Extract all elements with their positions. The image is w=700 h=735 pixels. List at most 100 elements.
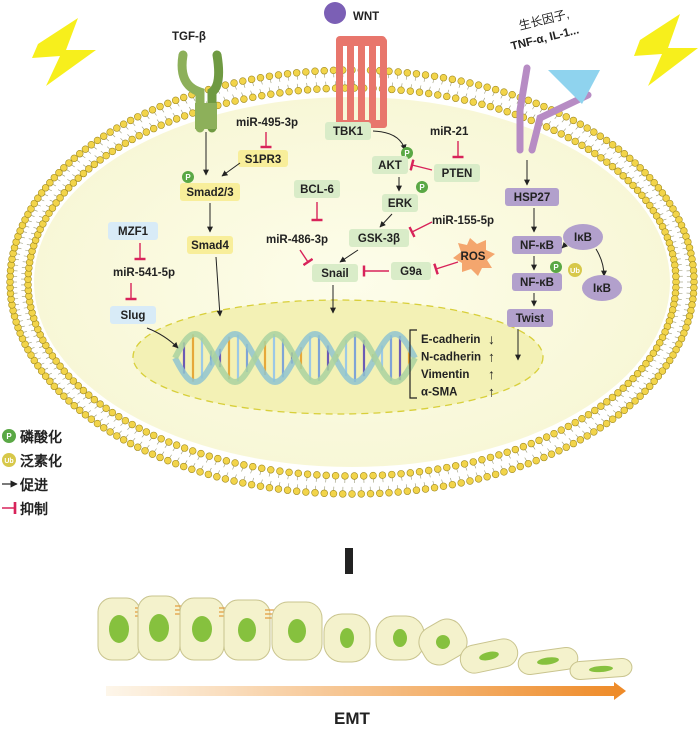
lipid-head [512, 446, 519, 453]
lipid-head [597, 133, 604, 140]
lipid-head [360, 472, 367, 479]
lipid-head [76, 407, 83, 414]
emt-cell [138, 596, 180, 660]
lipid-head [97, 157, 104, 164]
lipid-head [150, 125, 157, 132]
smad23-label: Smad2/3 [186, 187, 233, 199]
lipid-head [313, 86, 320, 93]
lipid-head [479, 456, 486, 463]
lipid-head [449, 481, 456, 488]
lipid-head [120, 436, 127, 443]
lipid-head [398, 470, 405, 477]
lipid-head [304, 471, 311, 478]
lipid-head [577, 121, 584, 128]
marker-name: N-cadherin [421, 352, 481, 364]
lipid-head [143, 129, 150, 136]
lipid-head [379, 472, 386, 479]
lipid-head [172, 460, 179, 467]
lipid-head [492, 86, 499, 93]
lipid-head [590, 129, 597, 136]
lipid-head [548, 451, 555, 458]
lipid-head [277, 89, 284, 96]
mir-486-label: miR-486-3p [266, 234, 328, 246]
legend-phospho-symbol: P [6, 432, 12, 441]
lipid-head [458, 480, 465, 487]
lipid-head [240, 461, 247, 468]
akt-label: AKT [378, 160, 402, 172]
lipid-head [501, 89, 508, 96]
legend-ubiquitin-label: 泛素化 [20, 453, 62, 469]
lipid-head [165, 439, 172, 446]
lipid-head [407, 88, 414, 95]
lipid-head [603, 398, 610, 405]
lipid-head [107, 429, 114, 436]
lipid-head [570, 117, 577, 124]
lipid-head [284, 487, 291, 494]
lipid-head [528, 440, 535, 447]
lipid-head [82, 411, 89, 418]
lipid-head [579, 415, 586, 422]
cell-nucleus [149, 614, 169, 642]
lipid-head [88, 141, 95, 148]
legend-inhibit-label: 抑制 [20, 501, 48, 517]
lipid-head [609, 163, 616, 170]
lipid-head [180, 94, 187, 101]
lipid-head [85, 392, 92, 399]
lipid-head [122, 417, 129, 424]
lipid-head [266, 73, 273, 80]
lipid-head [416, 89, 423, 96]
cell-nucleus [288, 619, 306, 643]
lipid-head [330, 490, 337, 497]
erk-phospho-label: P [419, 183, 425, 192]
emt-cell [569, 658, 632, 680]
lipid-head [330, 67, 337, 74]
lipid-head [452, 95, 459, 102]
snail-label: Snail [321, 268, 348, 280]
lipid-head [603, 420, 610, 427]
lipid-head [358, 491, 365, 498]
lipid-head [172, 97, 179, 104]
lipid-head [597, 154, 604, 161]
lipid-head [461, 97, 468, 104]
lipid-head [173, 115, 180, 122]
lipid-head [232, 98, 239, 105]
lipid-head [558, 130, 565, 137]
marker-name: α-SMA [421, 387, 457, 399]
lipid-head [321, 490, 328, 497]
lipid-head [113, 433, 120, 440]
lipid-head [103, 405, 110, 412]
wnt-label: WNT [353, 11, 379, 23]
lipid-head [94, 137, 101, 144]
lipid-head [404, 488, 411, 495]
lipid-head [626, 155, 633, 162]
lipid-head [579, 142, 586, 149]
lipid-head [495, 452, 502, 459]
legend-ubiquitin-symbol: Ub [4, 458, 13, 465]
lipid-head [136, 425, 143, 432]
lipid-head [189, 448, 196, 455]
lipid-head [479, 101, 486, 108]
lipid-head [597, 424, 604, 431]
lipid-head [556, 447, 563, 454]
smad4-label: Smad4 [191, 240, 229, 252]
lipid-head [388, 471, 395, 478]
lipid-head [302, 489, 309, 496]
lipid-head [525, 97, 532, 104]
lipid-head [109, 409, 116, 416]
up-arrow-icon: ↑ [488, 366, 495, 382]
lipid-head [286, 469, 293, 476]
lipid-head [584, 433, 591, 440]
lipid-head [609, 141, 616, 148]
lipid-head [585, 411, 592, 418]
nfkb-phospho-label: P [553, 263, 559, 272]
lipid-head [425, 90, 432, 97]
lipid-head [248, 481, 255, 488]
lipid-head [416, 468, 423, 475]
lipid-head [214, 455, 221, 462]
lipid-head [223, 100, 230, 107]
lipid-head [232, 460, 239, 467]
lipid-head [213, 473, 220, 480]
lipid-head [370, 472, 377, 479]
lipid-head [413, 487, 420, 494]
